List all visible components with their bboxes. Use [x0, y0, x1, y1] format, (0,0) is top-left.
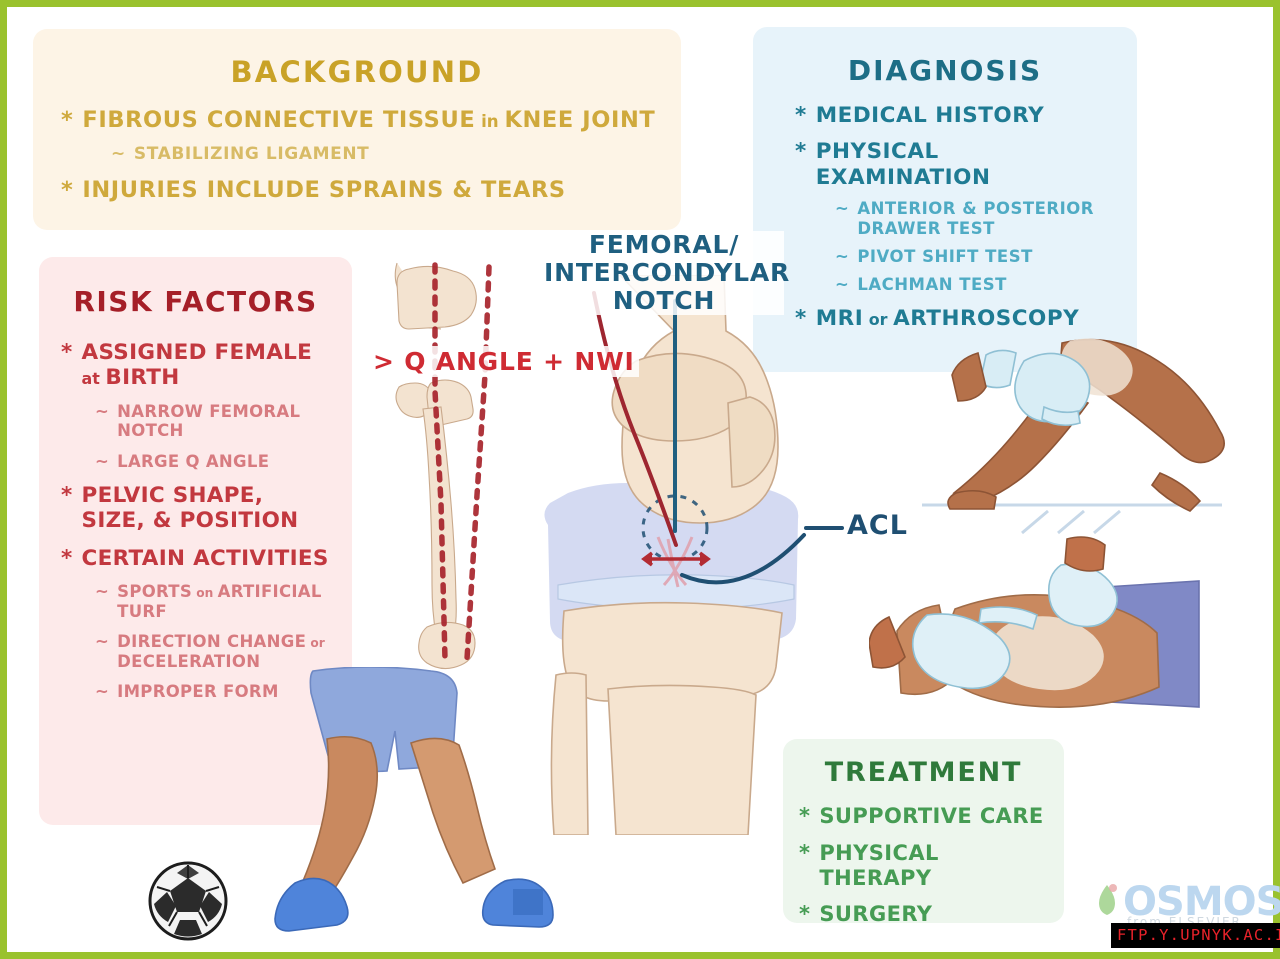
bullet-marker-icon: * [61, 107, 74, 133]
list-item-label: CERTAIN ACTIVITIES [81, 545, 329, 571]
list-item-connector: in [475, 112, 505, 131]
list-item: ~ PIVOT SHIFT TEST [835, 247, 1135, 266]
risk-factors-panel: RISK FACTORS * ASSIGNED FEMALE at BIRTH ~ N… [39, 257, 352, 825]
list-item-label: PHYSICAL EXAMINATION [815, 139, 991, 190]
bullet-marker-icon: * [799, 840, 811, 865]
bullet-marker-icon: * [799, 902, 811, 927]
list-item-label: PIVOT SHIFT TEST [857, 247, 1033, 267]
anterior-drawer-test-icon [922, 338, 1225, 535]
list-item-label: STABILIZING LIGAMENT [133, 143, 370, 164]
list-item: * ASSIGNED FEMALE at BIRTH [61, 340, 331, 391]
list-item: ~ NARROW FEMORAL NOTCH [95, 402, 352, 441]
list-item-label: PELVIC SHAPE, SIZE, & POSITION [81, 483, 299, 534]
bullet-marker-icon: * [795, 305, 807, 331]
watermark-banner: FTP.Y.UPNYK.AC.ID [1111, 923, 1280, 948]
soccer-ball-icon [148, 861, 228, 941]
dash-marker-icon: ~ [95, 401, 110, 421]
list-item-label: LACHMAN TEST [857, 275, 1007, 295]
list-item: ~ DIRECTION CHANGE or DECELERATION [95, 632, 352, 671]
list-item-label: ASSIGNED FEMALE at BIRTH [81, 340, 313, 391]
treatment-title: TREATMENT [824, 757, 1023, 788]
dash-marker-icon: ~ [95, 682, 110, 702]
list-item-connector: or [306, 636, 325, 651]
background-title: BACKGROUND [230, 55, 484, 89]
list-item: ~ IMPROPER FORM [95, 682, 352, 701]
dash-marker-icon: ~ [95, 632, 110, 652]
label-q-angle-nwi: > Q ANGLE + NWI [369, 346, 639, 377]
label-femoral-intercondylar-notch: FEMORAL/ INTERCONDYLAR NOTCH [544, 230, 791, 315]
list-item-label: MRI or ARTHROSCOPY [815, 305, 1080, 331]
diagnosis-title: DIAGNOSIS [847, 54, 1043, 87]
background-panel: BACKGROUND * FIBROUS CONNECTIVE TISSUE in… [33, 29, 681, 230]
diagnosis-list: * MEDICAL HISTORY * PHYSICAL EXAMINATION ~ AN… [753, 103, 1137, 331]
list-item: * SUPPORTIVE CARE [799, 804, 1049, 829]
osmosis-wordmark: OSMOSIS [1123, 879, 1280, 925]
list-item: * PELVIC SHAPE, SIZE, & POSITION [61, 483, 331, 534]
dash-marker-icon: ~ [111, 143, 126, 164]
list-item: ~ ANTERIOR & POSTERIOR DRAWER TEST [835, 199, 1135, 238]
list-item: * INJURIES INCLUDE SPRAINS & TEARS [61, 177, 661, 204]
list-item-label: INJURIES INCLUDE SPRAINS & TEARS [82, 176, 566, 203]
list-item-label: FIBROUS CONNECTIVE TISSUE in KNEE JOINT [82, 107, 656, 133]
list-item: * PHYSICAL THERAPY [799, 841, 1049, 891]
list-item: * MRI or ARTHROSCOPY [795, 306, 1095, 331]
bullet-marker-icon: * [61, 483, 73, 509]
diagnosis-panel: DIAGNOSIS * MEDICAL HISTORY * PHYSICAL EXAM… [753, 27, 1137, 372]
list-item-connector: at [81, 369, 106, 389]
list-item: * FIBROUS CONNECTIVE TISSUE in KNEE JOINT [61, 107, 661, 134]
background-list: * FIBROUS CONNECTIVE TISSUE in KNEE JOINT… [33, 107, 681, 203]
list-item: * CERTAIN ACTIVITIES [61, 546, 331, 571]
q-angle-diagram-icon [394, 262, 492, 670]
dash-marker-icon: ~ [835, 247, 850, 267]
list-item-label: ANTERIOR & POSTERIOR DRAWER TEST [857, 199, 1094, 238]
list-item-label: IMPROPER FORM [117, 682, 279, 702]
dash-marker-icon: ~ [95, 582, 110, 602]
list-item-label: SPORTS on ARTIFICIAL TURF [117, 582, 322, 621]
dash-marker-icon: ~ [835, 199, 850, 219]
list-item: * MEDICAL HISTORY [795, 103, 1095, 128]
list-item: * SURGERY [799, 902, 1049, 927]
list-item-label: SUPPORTIVE CARE [819, 804, 1044, 828]
list-item: ~ SPORTS on ARTIFICIAL TURF [95, 582, 352, 621]
bullet-marker-icon: * [61, 340, 73, 365]
treatment-list: * SUPPORTIVE CARE * PHYSICAL THERAPY * SURGER… [783, 804, 1064, 927]
dash-marker-icon: ~ [95, 451, 110, 471]
treatment-panel: TREATMENT * SUPPORTIVE CARE * PHYSICAL THER… [783, 739, 1064, 926]
bullet-marker-icon: * [795, 103, 807, 128]
bullet-marker-icon: * [795, 139, 807, 165]
risk-factors-list: * ASSIGNED FEMALE at BIRTH ~ NARROW FEMORAL… [39, 340, 352, 702]
label-acl: ACL [847, 510, 908, 541]
list-item-label: DIRECTION CHANGE or DECELERATION [117, 632, 325, 671]
dash-marker-icon: ~ [835, 275, 850, 295]
list-item-connector: on [192, 586, 218, 601]
osmosis-droplet-icon [1099, 884, 1117, 915]
lachman-test-icon [869, 536, 1200, 708]
list-item-label: LARGE Q ANGLE [117, 451, 270, 471]
list-item-label: MEDICAL HISTORY [815, 103, 1045, 128]
list-item: * PHYSICAL EXAMINATION [795, 139, 1095, 190]
list-item-connector: or [863, 309, 894, 329]
knee-joint-anterior-icon [544, 275, 806, 835]
list-item-label: SURGERY [819, 902, 933, 927]
bullet-marker-icon: * [61, 176, 74, 203]
bullet-marker-icon: * [61, 545, 73, 571]
bullet-marker-icon: * [799, 804, 811, 828]
risk-factors-title: RISK FACTORS [73, 285, 318, 318]
list-item: ~ STABILIZING LIGAMENT [111, 144, 681, 164]
list-item-label: PHYSICAL THERAPY [819, 840, 939, 890]
list-item: ~ LACHMAN TEST [835, 275, 1135, 294]
osmosis-logo: OSMOSIS from ELSEVIER [1097, 869, 1280, 931]
acl-leader-line [804, 526, 844, 530]
athlete-legs-icon [274, 667, 554, 932]
list-item-label: NARROW FEMORAL NOTCH [117, 401, 301, 441]
list-item: ~ LARGE Q ANGLE [95, 452, 352, 471]
